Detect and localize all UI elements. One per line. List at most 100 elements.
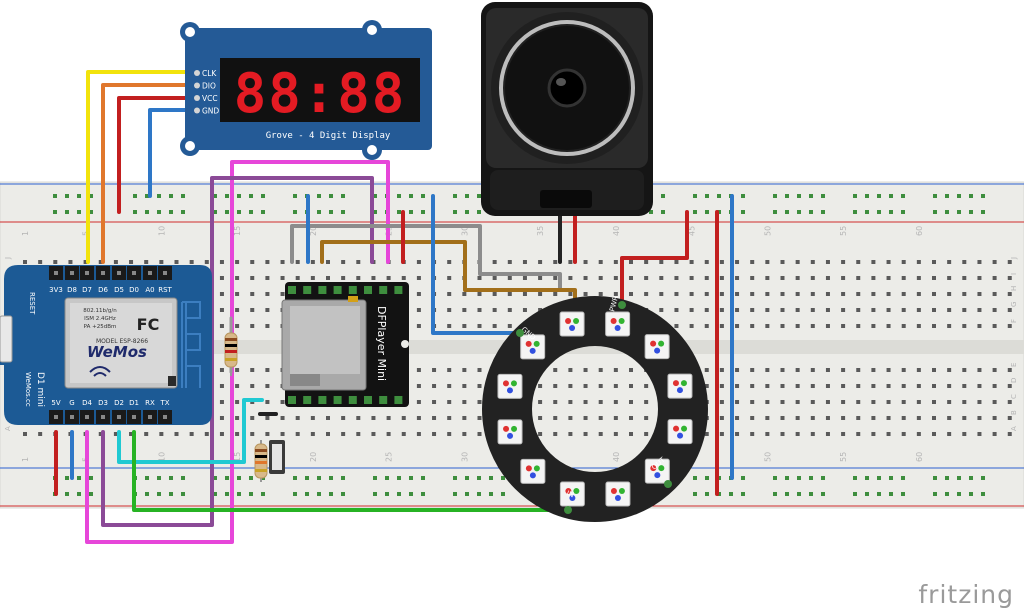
wire-green-d1[interactable]: [132, 430, 570, 512]
breadboard-hole: [962, 432, 967, 436]
led-red-die: [650, 340, 657, 347]
led-blue-die: [529, 472, 536, 479]
esp-module-model: MODEL ESP-8266: [96, 338, 148, 345]
dfplayer-pin: [288, 286, 296, 294]
breadboard-hole: [765, 292, 770, 296]
rail-hole: [785, 194, 789, 198]
rail-hole: [957, 492, 961, 496]
breadboard-hole: [856, 308, 861, 312]
rail-hole: [249, 210, 253, 214]
rail-hole: [741, 194, 745, 198]
ring-label-pwr: PWR: [608, 295, 620, 313]
breadboard-hole: [825, 368, 830, 372]
breadboard-hole: [765, 324, 770, 328]
display-pin-label: CLK: [202, 69, 217, 78]
wire-dio-orange[interactable]: [101, 83, 197, 264]
wemos-reset-button[interactable]: [0, 315, 13, 363]
rail-hole: [249, 194, 253, 198]
rail-hole: [373, 492, 377, 496]
breadboard-hole: [235, 308, 240, 312]
breadboard-hole: [947, 308, 952, 312]
breadboard-hole: [644, 276, 649, 280]
breadboard-hole: [568, 292, 573, 296]
rail-hole: [865, 194, 869, 198]
breadboard-hole: [174, 260, 179, 264]
breadboard-hole: [674, 292, 679, 296]
column-number-bottom: 1: [21, 457, 30, 462]
breadboard-hole: [719, 324, 724, 328]
breadboard-hole: [856, 260, 861, 264]
breadboard-hole: [841, 308, 846, 312]
breadboard-hole: [977, 400, 982, 404]
led-green-die: [533, 465, 540, 472]
breadboard-hole: [341, 276, 346, 280]
push-button[interactable]: [269, 440, 285, 474]
column-number-bottom: 10: [157, 452, 166, 462]
wire-blue-ring-gnd[interactable]: [431, 194, 522, 335]
rail-hole: [373, 476, 377, 480]
led-green-die: [658, 340, 665, 347]
wire-vcc-red[interactable]: [117, 96, 197, 214]
breadboard-hole: [583, 416, 588, 420]
rail-hole: [649, 210, 653, 214]
breadboard-hole: [841, 260, 846, 264]
breadboard-hole: [219, 400, 224, 404]
breadboard-hole: [962, 260, 967, 264]
resistor-2-band-2: [255, 455, 267, 458]
header-pin-hole: [70, 271, 74, 275]
breadboard-hole: [68, 260, 73, 264]
rail-hole: [397, 210, 401, 214]
rail-hole: [293, 194, 297, 198]
dfplayer-pin: [379, 286, 388, 294]
header-pin-hole: [163, 271, 167, 275]
breadboard-hole: [735, 260, 740, 264]
breadboard-hole: [962, 292, 967, 296]
breadboard-hole: [235, 324, 240, 328]
rail-hole: [981, 492, 985, 496]
breadboard-hole: [719, 400, 724, 404]
rail-hole: [821, 492, 825, 496]
rail-hole: [945, 210, 949, 214]
rail-hole: [157, 476, 161, 480]
resistor-2: [254, 440, 268, 482]
breadboard-hole: [462, 368, 467, 372]
wemos-top-pin-label: A0: [145, 286, 154, 294]
breadboard-hole: [735, 292, 740, 296]
breadboard-hole: [477, 368, 482, 372]
wemos-reset-label: RESET: [28, 292, 36, 315]
push-button-cap[interactable]: [272, 444, 282, 470]
neopixel-led: [559, 481, 585, 507]
neopixel-led: [644, 458, 670, 484]
rail-hole: [945, 476, 949, 480]
breadboard-hole: [250, 368, 255, 372]
ring-pad-out: [664, 480, 672, 488]
wire-gray-speaker[interactable]: [290, 224, 562, 292]
breadboard-hole: [719, 384, 724, 388]
header-pin-hole: [148, 415, 152, 419]
breadboard-hole: [886, 384, 891, 388]
breadboard-hole: [447, 276, 452, 280]
rail-hole: [741, 210, 745, 214]
wire-red-ring-pwr[interactable]: [620, 210, 689, 307]
rail-hole: [157, 210, 161, 214]
breadboard-hole: [265, 368, 270, 372]
rail-hole: [329, 210, 333, 214]
breadboard-hole: [992, 260, 997, 264]
wire-clk-yellow[interactable]: [86, 70, 197, 264]
breadboard-hole: [447, 400, 452, 404]
wire-brown-speaker[interactable]: [320, 240, 577, 302]
rail-hole: [477, 210, 481, 214]
dfplayer-pin: [318, 286, 327, 294]
wire-cyan-d2[interactable]: [117, 398, 264, 464]
esp-module-fcc: FC: [137, 315, 160, 334]
header-pin-hole: [132, 415, 136, 419]
column-number-top: 20: [309, 226, 318, 236]
breadboard-hole: [780, 400, 785, 404]
rail-hole: [169, 476, 173, 480]
rail-hole: [809, 492, 813, 496]
breadboard-hole: [386, 276, 391, 280]
wire-gnd-blue[interactable]: [148, 108, 197, 198]
breadboard-hole: [916, 292, 921, 296]
rail-hole: [293, 210, 297, 214]
resistor-1-band-3: [225, 350, 237, 353]
